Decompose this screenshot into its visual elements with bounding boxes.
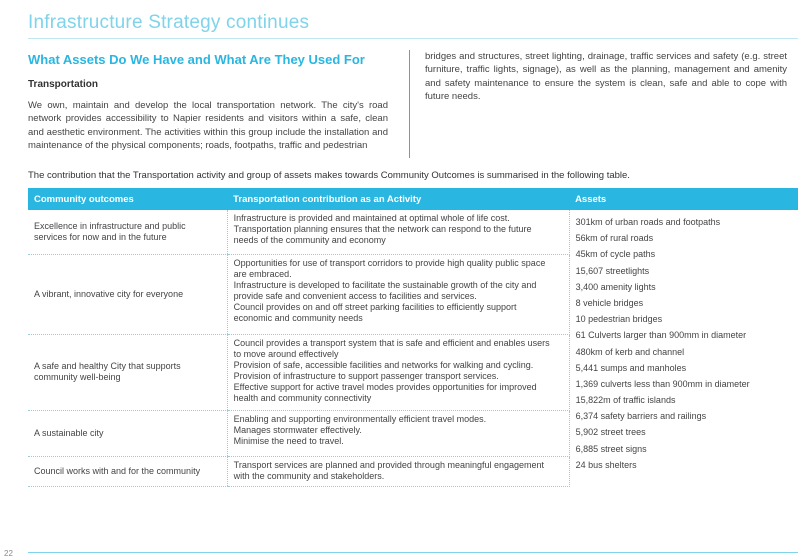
table-header-row: Community outcomes Transportation contri… (28, 188, 798, 210)
asset-item: 5,902 street trees (575, 427, 646, 438)
page-number: 22 (4, 549, 13, 558)
section-heading: What Assets Do We Have and What Are They… (28, 52, 365, 67)
table-row: Excellence in infrastructure and public … (28, 210, 798, 470)
header-assets: Assets (569, 188, 798, 210)
contribution-line: provide safe and convenient access to fa… (233, 290, 477, 301)
contribution-cell: Transport services are planned and provi… (226, 456, 570, 487)
table-row: A safe and healthy City that supports co… (28, 334, 798, 411)
contribution-line: Effective support for active travel mode… (233, 381, 537, 392)
asset-item: 56km of rural roads (575, 233, 654, 244)
contribution-line: Minimise the need to travel. (233, 435, 344, 446)
paragraph-left: We own, maintain and develop the local t… (28, 100, 388, 152)
asset-item: 6,885 street signs (575, 443, 647, 454)
header-divider (28, 38, 798, 39)
asset-item: 3,400 amenity lights (575, 281, 656, 292)
contribution-line: are embraced. (233, 268, 292, 279)
contribution-line: Manages stormwater effectively. (233, 424, 362, 435)
asset-item: 24 bus shelters (575, 459, 637, 470)
asset-item: 8 vehicle bridges (575, 297, 644, 308)
outcomes-table: Community outcomes Transportation contri… (28, 188, 798, 487)
contribution-line: to move around effectively (233, 348, 339, 359)
asset-item: 15,607 streetlights (575, 265, 650, 276)
contribution-line: economic and community needs (233, 312, 363, 323)
header-community-outcomes: Community outcomes (28, 188, 228, 210)
asset-item: 480km of kerb and channel (575, 346, 685, 357)
table-row: A vibrant, innovative city for everyone … (28, 254, 798, 335)
asset-item: 1,369 culverts less than 900mm in diamet… (575, 378, 750, 389)
paragraph-right: bridges and structures, street lighting,… (425, 51, 787, 103)
header-contribution: Transportation contribution as an Activi… (227, 188, 570, 210)
contribution-cell: Council provides a transport system that… (226, 334, 570, 411)
contribution-line: Infrastructure is developed to facilitat… (233, 279, 537, 290)
asset-item: 15,822m of traffic islands (575, 395, 676, 406)
contribution-cell: Opportunities for use of transport corri… (226, 254, 570, 335)
column-divider (409, 50, 410, 158)
table-row: A sustainable city Enabling and supporti… (28, 410, 798, 457)
contribution-line: Transport services are planned and provi… (233, 459, 545, 470)
contribution-line: Council provides a transport system that… (233, 337, 550, 348)
contribution-cell: Enabling and supporting environmentally … (226, 410, 570, 457)
assets-cell: 301km of urban roads and footpaths 56km … (569, 210, 798, 486)
table-row: Council works with and for the community… (28, 456, 798, 487)
outcome-cell: A safe and healthy City that supports co… (28, 334, 228, 411)
contribution-line: needs of the community and economy (233, 235, 386, 245)
sub-heading: Transportation (28, 79, 99, 90)
table-intro: The contribution that the Transportation… (28, 170, 630, 181)
outcome-cell: Excellence in infrastructure and public … (28, 210, 228, 255)
contribution-line: Provision of safe, accessible facilities… (233, 359, 534, 370)
contribution-line: Council provides on and off street parki… (233, 301, 517, 312)
asset-item: 301km of urban roads and footpaths (575, 217, 721, 227)
contribution-line: health and community connectivity (233, 392, 372, 403)
contribution-line: Opportunities for use of transport corri… (233, 257, 546, 268)
outcome-cell: A vibrant, innovative city for everyone (28, 254, 228, 335)
contribution-line: with the community and stakeholders. (233, 470, 385, 481)
outcome-cell: Council works with and for the community (28, 456, 228, 487)
contribution-line: Infrastructure is provided and maintaine… (233, 213, 510, 223)
asset-item: 61 Culverts larger than 900mm in diamete… (575, 330, 747, 341)
asset-item: 10 pedestrian bridges (575, 314, 663, 325)
outcome-cell: A sustainable city (28, 410, 228, 457)
contribution-line: Enabling and supporting environmentally … (233, 413, 487, 424)
asset-item: 5,441 sumps and manholes (575, 362, 687, 373)
page-header-title: Infrastructure Strategy continues (28, 12, 310, 33)
asset-item: 6,374 safety barriers and railings (575, 411, 707, 422)
contribution-cell: Infrastructure is provided and maintaine… (226, 210, 570, 255)
asset-item: 45km of cycle paths (575, 249, 656, 260)
footer-divider (28, 552, 798, 553)
contribution-line: Provision of infrastructure to support p… (233, 370, 499, 381)
contribution-line: Transportation planning ensures that the… (233, 224, 532, 234)
